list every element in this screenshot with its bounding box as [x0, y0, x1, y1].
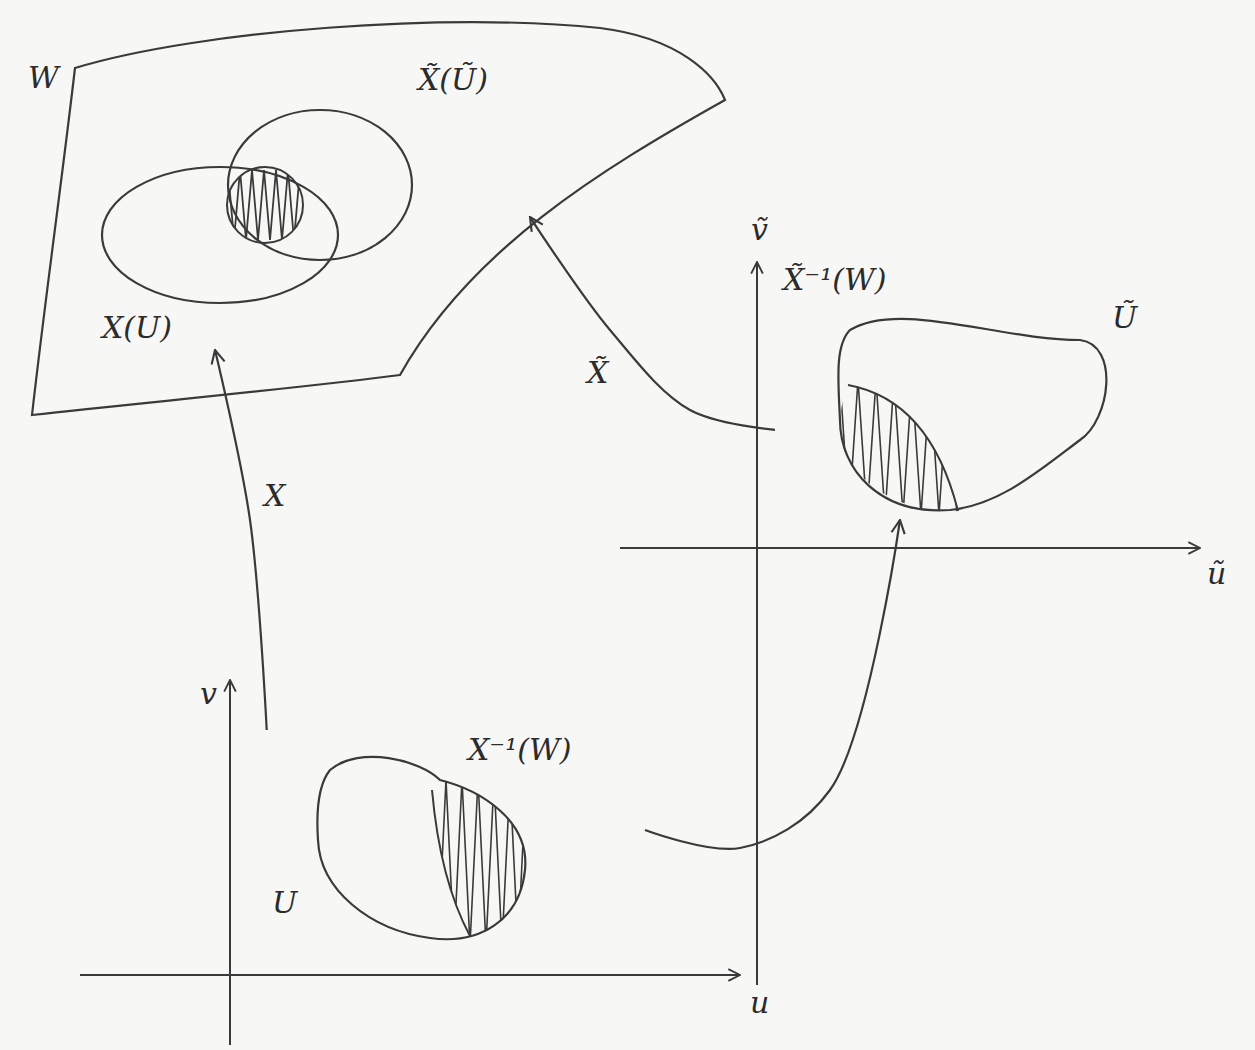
axis-label: u	[748, 985, 771, 1021]
overlap-circle	[227, 167, 303, 243]
coordinate-patch: X̃(Ũ)	[220, 60, 530, 270]
text-holder: Ũ	[1112, 300, 1137, 336]
preimage-boundary	[848, 385, 958, 511]
axis-label: ṽ	[749, 212, 770, 248]
region-outline	[838, 319, 1106, 511]
node-outline	[255, 730, 645, 950]
preimage-hatch	[840, 380, 966, 515]
axis-label: v	[198, 676, 219, 712]
math-label: X̃⁻¹(W)	[783, 262, 886, 298]
parameter-domain: X̃⁻¹(W) Ũ	[775, 255, 1150, 520]
math-label: W	[28, 60, 59, 96]
text-holder: X	[262, 478, 287, 514]
map-arrow	[645, 520, 900, 849]
map-arrow	[215, 350, 267, 730]
math-label: X(U)	[102, 310, 172, 346]
v-axis	[229, 680, 231, 1045]
preimage-hatch	[430, 780, 534, 945]
text-holder: X(U)	[102, 310, 172, 346]
text-holder: v	[198, 676, 219, 712]
region-outline	[317, 757, 525, 939]
u-axis	[80, 974, 740, 976]
text-holder: ũ	[1205, 556, 1228, 592]
text-holder: W	[28, 60, 59, 96]
u-tilde-axis	[620, 547, 1200, 549]
node-outline	[20, 8, 735, 430]
text-holder: ṽ	[749, 212, 770, 248]
text-holder: X̃	[585, 355, 610, 391]
text-holder: u	[748, 985, 771, 1021]
math-label: X⁻¹(W)	[468, 732, 571, 768]
text-holder: X⁻¹(W)	[468, 732, 571, 768]
map-arrow	[530, 217, 775, 430]
math-label: U	[272, 885, 297, 921]
text-holder: U	[272, 885, 297, 921]
surface-region: W X(U) X̃(Ũ)	[20, 8, 735, 430]
parameter-domain: X⁻¹(W) U	[255, 730, 645, 950]
patch-outline	[228, 110, 412, 260]
region-outline	[32, 22, 725, 415]
math-label: X̃(Ũ)	[418, 62, 488, 98]
text-holder: X̃(Ũ)	[418, 62, 488, 98]
coordinate-patch: X(U)	[95, 160, 350, 350]
patch-outline	[102, 167, 338, 303]
map-name: X	[262, 478, 287, 514]
math-label: Ũ	[1112, 300, 1137, 336]
v-tilde-axis	[756, 262, 758, 1000]
map-name: X̃	[585, 355, 610, 391]
text-holder: X̃⁻¹(W)	[783, 262, 886, 298]
axis-label: ũ	[1205, 556, 1228, 592]
